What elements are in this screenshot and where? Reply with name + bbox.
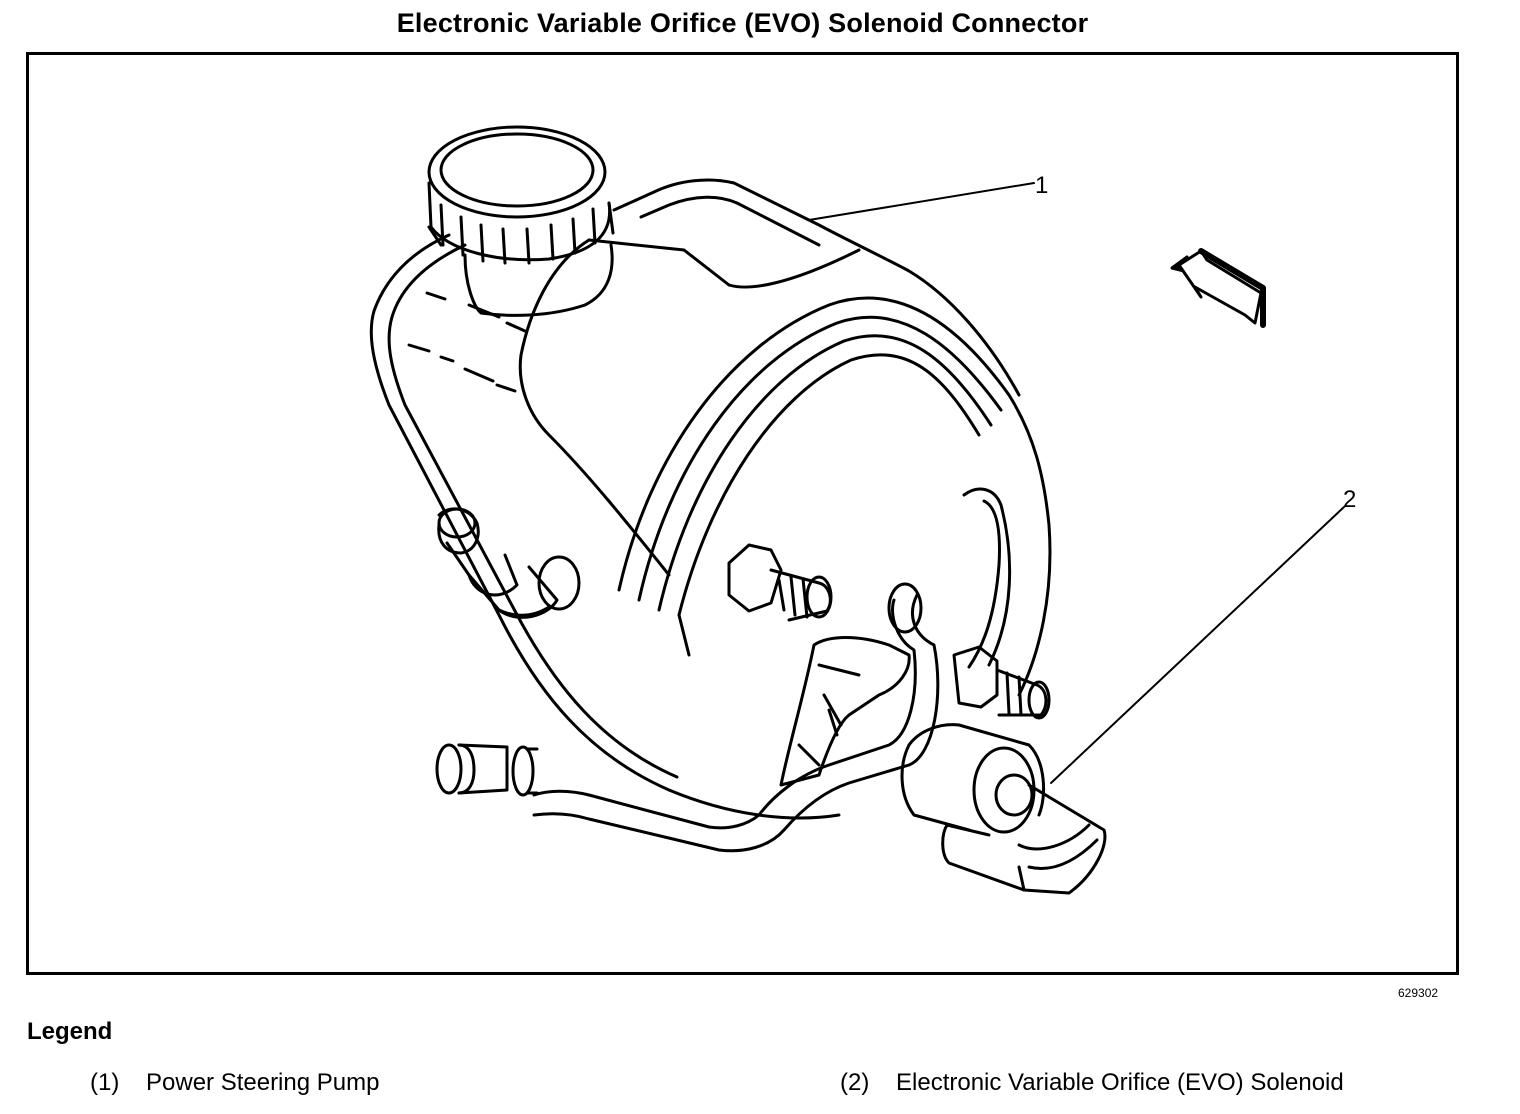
filler-neck [463,243,614,317]
pump-housing [617,296,1052,697]
callout-1-label: 1 [1035,172,1048,199]
legend-item-2-label: Electronic Variable Orifice (EVO) Soleno… [896,1069,1344,1096]
filler-cap-top [427,125,607,219]
legend-item-2: (2) Electronic Variable Orifice (EVO) Sol… [840,1069,1344,1097]
callout-2-label: 2 [1343,486,1356,513]
callout-2-leader [1050,506,1345,784]
outlet-stud-lower [952,645,999,709]
reservoir-inner-line [387,243,679,779]
filler-cap-ridges [427,181,612,262]
figure-id: 629302 [1398,986,1439,1000]
legend-heading: Legend [27,1018,113,1045]
fluid-level-marks [407,291,527,393]
lower-hose-end [457,743,476,795]
pressure-tube [532,598,917,830]
outlet-stud-upper [727,543,783,613]
legend-item-1-number: (1) [90,1069,120,1096]
legend-item-1-label: Power Steering Pump [146,1069,380,1096]
callout-1-leader [808,182,1035,221]
pump-illustration: 1 2 [369,125,1356,895]
arrow-up-left-icon [1170,248,1266,328]
diagram-title: Electronic Variable Orifice (EVO) Soleno… [396,8,1089,38]
reservoir-top [612,178,1021,397]
legend-item-1: (1) Power Steering Pump [90,1069,379,1097]
illustration-frame: 1 2 [26,52,1459,975]
mounting-bracket [779,636,911,787]
pump-end-plate [962,487,1012,667]
reservoir-outline [369,233,841,820]
legend-item-2-number: (2) [840,1069,870,1096]
evo-connector [941,783,1107,895]
